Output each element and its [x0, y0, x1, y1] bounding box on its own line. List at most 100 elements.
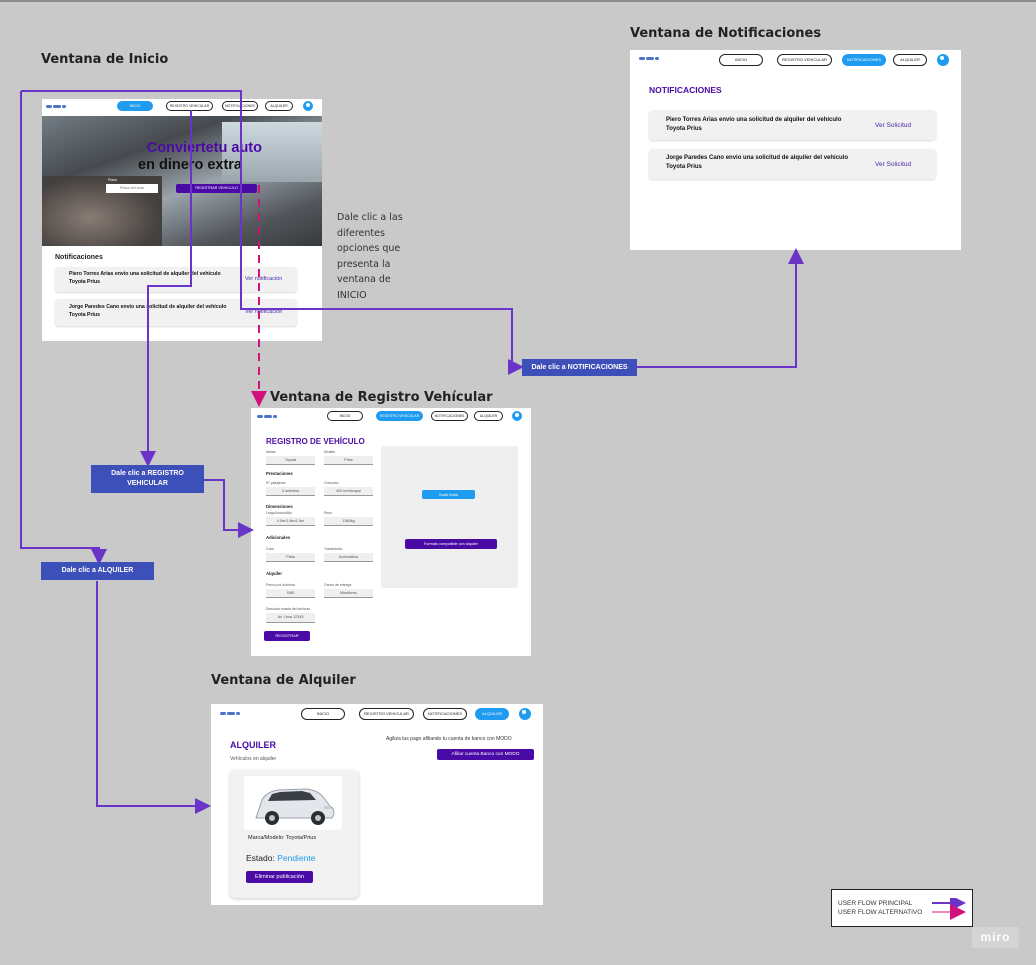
notif-text: Piero Torres Arias envio una solicitud d… [666, 117, 842, 132]
inicio-navbar: INICIO REGISTRO VEHICULAR NOTIFICACIONES… [42, 99, 322, 113]
nav-alquiler[interactable]: ALQUILER [265, 101, 293, 111]
estado-row: Estado: Pendiente [246, 853, 316, 863]
promo-text: Agiliza tus pago afiliando tu cuenta de … [386, 736, 512, 742]
largo-label: Largo/Ancho/Alto [266, 511, 293, 515]
hero-title-line2: en dinero extra [138, 157, 242, 173]
nav-alquiler[interactable]: ALQUILER [475, 708, 509, 720]
inicio-window[interactable]: INICIO REGISTRO VEHICULAR NOTIFICACIONES… [42, 99, 322, 341]
hero-register-button[interactable]: REGISTRAR VEHICULO [176, 184, 257, 193]
frame-title-alquiler: Ventana de Alquiler [211, 673, 356, 688]
ver-notificacion-link[interactable]: Ver notificación [245, 309, 283, 315]
car-logo-icon [46, 102, 66, 110]
marca-field[interactable]: Toyota [266, 456, 315, 465]
consumo-label: Consumo [324, 481, 339, 485]
car-image [244, 776, 342, 830]
entrega-label: Centro de entrega [324, 583, 352, 587]
alquiler-window[interactable]: INICIO REGISTRO VEHICULAR NOTIFICACIONES… [211, 704, 543, 905]
nav-alquiler[interactable]: ALQUILER [474, 411, 503, 421]
color-label: Color [266, 547, 275, 551]
pasajeros-label: N° pasajeros [266, 481, 286, 485]
hero-input-label: Placa [108, 178, 117, 182]
car-model-text: Marca/Modelo: Toyota/Prius [248, 835, 317, 841]
subir-fotos-button[interactable]: Subir fotos [422, 490, 475, 499]
nav-inicio[interactable]: INICIO [301, 708, 345, 720]
nav-inicio[interactable]: INICIO [117, 101, 153, 111]
marca-label: Marca [266, 450, 276, 454]
notif-text: Jorge Paredes Cano envio una solicitud d… [69, 304, 227, 318]
notif-card-2: Jorge Paredes Cano envio una solicitud d… [649, 149, 936, 179]
nav-registro[interactable]: REGISTRO VEHICULAR [777, 54, 832, 66]
registro-navbar: INICIO REGISTRO VEHICULAR NOTIFICACIONES… [251, 408, 531, 422]
nav-registro[interactable]: REGISTRO VEHICULAR [376, 411, 423, 421]
transmision-field[interactable]: Automática [324, 553, 373, 562]
largo-field[interactable]: 4.5m/1.8m/1.5m [266, 517, 315, 526]
notif-navbar: INICIO REGISTRO VEHICULAR NOTIFICACIONES… [630, 50, 961, 66]
upload-note-button[interactable]: Formato compatible con alquiler [405, 539, 497, 549]
user-avatar-icon[interactable] [519, 708, 531, 720]
registrar-button[interactable]: REGISTRAR [264, 631, 310, 641]
notif-card-1: Piero Torres Arias envio una solicitud d… [649, 110, 936, 140]
flow-line-alquiler-2 [96, 581, 211, 814]
alquiler-subheading: Vehículos en alquiler [230, 756, 277, 762]
vehicle-card: Marca/Modelo: Toyota/Prius Estado: Pendi… [230, 770, 359, 898]
modelo-label: Modelo [324, 450, 336, 454]
color-field[interactable]: Plata [266, 553, 315, 562]
flow-legend: USER FLOW PRINCIPAL USER FLOW ALTERNATIV… [831, 889, 973, 927]
nav-notificaciones[interactable]: NOTIFICACIONES [423, 708, 467, 720]
photo-upload-area[interactable]: Subir fotos Formato compatible con alqui… [381, 446, 518, 588]
nav-registro[interactable]: REGISTRO VEHICULAR [359, 708, 414, 720]
car-logo-icon [220, 709, 240, 717]
nav-inicio[interactable]: INICIO [327, 411, 363, 421]
board-top-border [0, 0, 1036, 2]
estado-label: Estado: [246, 853, 275, 863]
afiliar-modo-button[interactable]: Afiliar cuenta Banco con MODO [437, 749, 534, 760]
hint-annotation: Dale clic a las diferentes opciones que … [337, 212, 403, 301]
flow-line-registro-2 [204, 479, 254, 538]
user-avatar-icon[interactable] [303, 101, 313, 111]
ver-notificacion-link[interactable]: Ver notificación [245, 276, 283, 282]
registro-window[interactable]: INICIO REGISTRO VEHICULAR NOTIFICACIONES… [251, 408, 531, 656]
pasajeros-field[interactable]: 5 asientos [266, 487, 315, 496]
eliminar-publicacion-button[interactable]: Eliminar publicación [246, 871, 313, 883]
ver-solicitud-link[interactable]: Ver Solicitud [875, 122, 912, 129]
consumo-field[interactable]: 400 km/tanque [324, 487, 373, 496]
frame-title-inicio: Ventana de Inicio [41, 52, 169, 67]
nav-registro[interactable]: REGISTRO VEHICULAR [166, 101, 213, 111]
inicio-notif-heading: Notificaciones [55, 254, 103, 261]
modelo-field[interactable]: Prius [324, 456, 373, 465]
estado-value: Pendiente [277, 853, 316, 863]
user-avatar-icon[interactable] [937, 54, 949, 66]
peso-field[interactable]: 1380kg [324, 517, 373, 526]
nav-notificaciones[interactable]: NOTIFICACIONES [431, 411, 468, 421]
peso-label: Peso [324, 511, 332, 515]
nav-alquiler[interactable]: ALQUILER [893, 54, 927, 66]
legend-principal-label: USER FLOW PRINCIPAL [838, 900, 913, 907]
prestaciones-section: Prestaciones [266, 471, 293, 476]
registro-heading: REGISTRO DE VEHÍCULO [266, 437, 365, 446]
frame-title-registro: Ventana de Registro Vehícular [270, 390, 493, 405]
user-avatar-icon[interactable] [512, 411, 522, 421]
entrega-field[interactable]: Miraflores [324, 589, 373, 598]
transmision-label: Transmisión [324, 547, 343, 551]
nav-notificaciones[interactable]: NOTIFICACIONES [842, 54, 886, 66]
precio-label: Precio por día/hora [266, 583, 295, 587]
nav-notificaciones[interactable]: NOTIFICACIONES [222, 101, 258, 111]
callout-notificaciones: Dale clic a NOTIFICACIONES [522, 359, 637, 376]
direccion-field[interactable]: Av. Lima 12345 [266, 613, 315, 623]
direccion-label: Dirección exacta del vehículo [266, 607, 311, 611]
adicionales-section: Adicionales [266, 535, 291, 540]
nav-inicio[interactable]: INICIO [719, 54, 763, 66]
notif-text: Piero Torres Arias envio una solicitud d… [69, 271, 221, 285]
ver-solicitud-link[interactable]: Ver Solicitud [875, 161, 912, 168]
notificaciones-window[interactable]: INICIO REGISTRO VEHICULAR NOTIFICACIONES… [630, 50, 961, 250]
callout-registro: Dale clic a REGISTRO VEHICULAR [91, 465, 204, 493]
flow-line-notificaciones-2 [636, 248, 804, 368]
alquiler-section: Alquiler [266, 571, 282, 576]
hero-input[interactable]: Placa del auto [106, 184, 158, 193]
legend-arrows [932, 898, 966, 920]
precio-field[interactable]: S/80 [266, 589, 315, 598]
alquiler-heading: ALQUILER [230, 740, 276, 750]
hero-image [42, 116, 322, 246]
car-logo-icon [257, 412, 277, 420]
legend-alternativo-label: USER FLOW ALTERNATIVO [838, 909, 923, 916]
